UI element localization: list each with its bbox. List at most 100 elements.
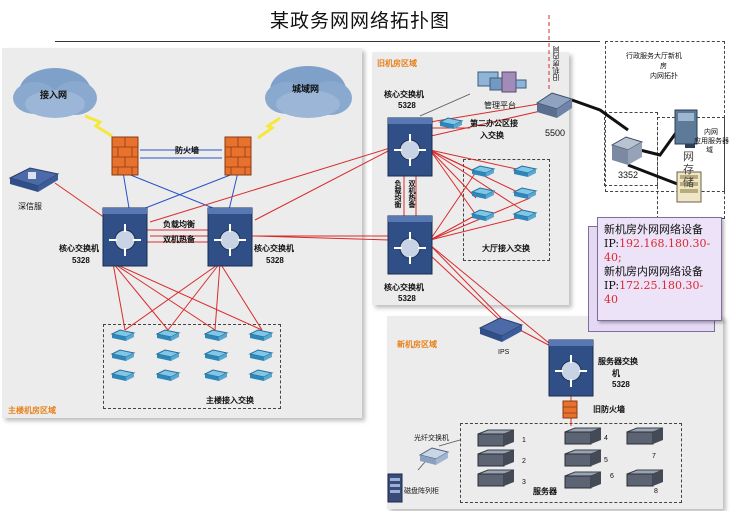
branch-label-1: 第二办公区接 bbox=[470, 119, 518, 128]
server-number: 6 bbox=[610, 473, 614, 480]
switch-3352-icon bbox=[610, 136, 644, 165]
lightning-left-icon bbox=[84, 114, 113, 138]
hall-box-label-3: 内网拓扑 bbox=[650, 73, 678, 80]
storage-char-3: 储 bbox=[683, 177, 694, 189]
main-lb-label: 负载均衡 bbox=[163, 220, 195, 229]
access-switch-icon bbox=[110, 349, 136, 361]
server-number: 8 bbox=[654, 488, 658, 495]
server-icon bbox=[626, 469, 664, 487]
deep-trust-label: 深信服 bbox=[18, 202, 42, 211]
fiber-switch-icon bbox=[418, 447, 450, 465]
storage-icon bbox=[676, 171, 702, 203]
deep-trust-icon bbox=[8, 167, 60, 192]
firewall-label: 防火墙 bbox=[175, 146, 199, 155]
access-switch-icon bbox=[110, 369, 136, 381]
core-right-name: 核心交换机 bbox=[254, 244, 294, 253]
switch-5500-icon bbox=[535, 92, 574, 118]
server-icon bbox=[626, 427, 664, 445]
hall-access-label: 大厅接入交换 bbox=[482, 244, 530, 253]
branch-label-2: 入交换 bbox=[480, 131, 504, 140]
info-ip-2: IP:172.25.180.30-40 bbox=[604, 279, 704, 306]
server-number: 2 bbox=[522, 458, 526, 465]
inner-label-3: 域 bbox=[706, 147, 713, 154]
main-ha-label: 双机热备 bbox=[163, 235, 195, 244]
access-switch-icon bbox=[470, 187, 496, 199]
info-ip-1: IP:192.168.180.30-40; bbox=[604, 237, 711, 264]
hall-access-switches bbox=[470, 165, 538, 221]
hall-box-label-2: 房 bbox=[660, 63, 667, 70]
old-core-bottom-model: 5328 bbox=[398, 294, 416, 303]
hall-box-label-1: 行政服务大厅新机 bbox=[626, 53, 682, 60]
firewall-right-icon bbox=[224, 136, 252, 176]
server-number: 7 bbox=[652, 453, 656, 460]
old-region-label: 旧机房区域 bbox=[377, 59, 417, 68]
access-switch-icon bbox=[155, 329, 181, 341]
core-left-model: 5328 bbox=[72, 256, 90, 265]
access-switch-icon bbox=[155, 349, 181, 361]
server-stack bbox=[477, 427, 664, 489]
access-switch-icon bbox=[203, 369, 229, 381]
disk-array-icon bbox=[387, 473, 403, 503]
old-core-top-model: 5328 bbox=[398, 101, 416, 110]
disk-array-label: 磁盘阵列柜 bbox=[404, 488, 439, 495]
server-switch-model: 5328 bbox=[612, 380, 630, 389]
old-lb-label: 负载均衡 bbox=[394, 180, 401, 208]
server-icon bbox=[477, 429, 515, 447]
ip-info-card: 新机房外网网络设备 IP:192.168.180.30-40; 新机房内网网络设… bbox=[597, 217, 722, 321]
app-server-icon bbox=[674, 109, 698, 148]
core-right-model: 5328 bbox=[266, 256, 284, 265]
old-firewall-icon bbox=[562, 400, 578, 419]
old-core-bottom-name: 核心交换机 bbox=[384, 283, 424, 292]
server-switch-label-1: 服务器交换 bbox=[598, 357, 638, 366]
access-switch-icon bbox=[203, 349, 229, 361]
access-switch-icon bbox=[512, 187, 538, 199]
storage-char-1: 网 bbox=[683, 151, 694, 163]
lightning-right-icon bbox=[257, 116, 281, 140]
firewall-left-icon bbox=[111, 136, 139, 176]
core-left-name: 核心交换机 bbox=[59, 244, 99, 253]
cloud-internet-icon bbox=[13, 68, 97, 118]
old-core-switch-bottom-icon bbox=[387, 215, 433, 275]
new-region-label: 新机房区域 bbox=[397, 340, 437, 349]
switch-3352-box bbox=[604, 112, 658, 186]
old-room-intranet-label: 旧机房内网 bbox=[553, 46, 560, 81]
server-number: 1 bbox=[522, 437, 526, 444]
access-switch-icon bbox=[512, 165, 538, 177]
management-platform-icon bbox=[477, 71, 527, 93]
access-switch-icon bbox=[203, 329, 229, 341]
server-icon bbox=[564, 449, 602, 467]
hall-new-room-box bbox=[605, 41, 725, 192]
mgmt-label: 管理平台 bbox=[484, 101, 516, 110]
page-title: 某政务网网络拓扑图 bbox=[270, 10, 451, 32]
servers-label: 服务器 bbox=[533, 487, 557, 496]
access-switch-icon bbox=[248, 349, 274, 361]
fiber-switch-label: 光纤交换机 bbox=[414, 435, 449, 442]
branch-switches bbox=[438, 117, 464, 129]
core-switch-right-icon bbox=[207, 207, 253, 267]
access-switch-icon bbox=[470, 165, 496, 177]
server-icon bbox=[477, 449, 515, 467]
server-icon bbox=[564, 471, 602, 489]
main-access-switches bbox=[110, 329, 274, 381]
server-icon bbox=[564, 427, 602, 445]
inner-label-2: 应用服务器 bbox=[694, 138, 729, 145]
access-switch-icon bbox=[512, 209, 538, 221]
server-switch-label-2: 机 bbox=[612, 369, 620, 378]
server-number: 4 bbox=[604, 435, 608, 442]
storage-char-2: 存 bbox=[683, 164, 694, 176]
main-access-label: 主楼接入交换 bbox=[206, 396, 254, 405]
access-switch-icon bbox=[110, 329, 136, 341]
switch-3352-label: 3352 bbox=[618, 170, 639, 180]
access-switch-icon bbox=[155, 369, 181, 381]
ips-icon bbox=[478, 317, 524, 342]
server-number: 5 bbox=[604, 457, 608, 464]
info-line-2: 新机房内网网络设备 bbox=[604, 265, 703, 278]
title-underline bbox=[55, 41, 600, 42]
access-switch-icon bbox=[438, 117, 464, 129]
old-firewall-label: 旧防火墙 bbox=[593, 405, 625, 414]
core-switch-left-icon bbox=[102, 207, 148, 267]
access-switch-icon bbox=[470, 209, 496, 221]
server-icon bbox=[477, 469, 515, 487]
switch-5500-label: 5500 bbox=[545, 128, 566, 138]
